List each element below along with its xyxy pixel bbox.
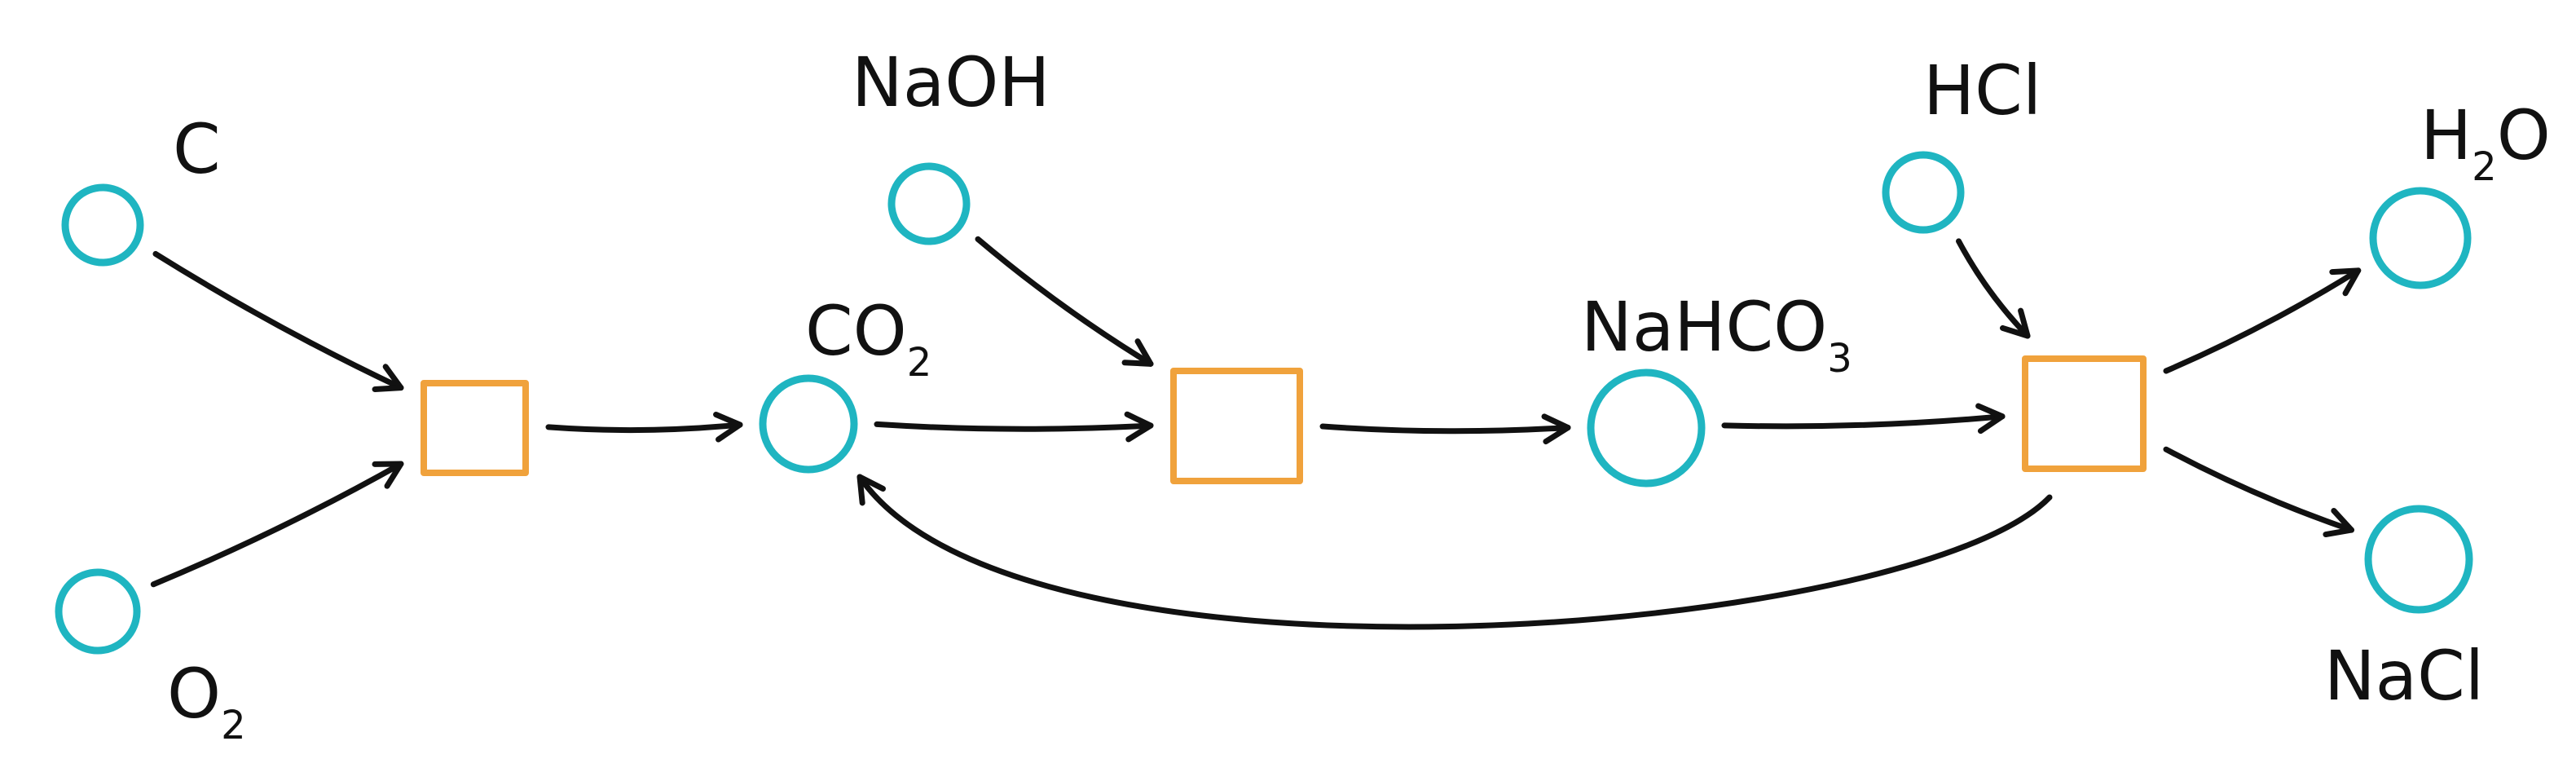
arrowhead: [2329, 267, 2362, 297]
species-node-naoh: [887, 162, 971, 245]
arrowhead: [1975, 403, 2006, 435]
species-label-hcl: HCl: [1923, 51, 2041, 130]
edge-r1-to-co2: [545, 411, 743, 443]
species-label-main: HCl: [1923, 51, 2041, 130]
edge-r3-to-h2o: [2163, 267, 2362, 374]
species-label-main: NaHCO: [1581, 287, 1827, 367]
species-label-nahco3: NaHCO3: [1581, 287, 1852, 382]
species-circle-co2: [759, 374, 858, 474]
species-node-hcl: [1882, 151, 1965, 234]
edge-r3-to-co2: [856, 474, 2053, 630]
nodes-layer: [55, 151, 2473, 655]
edge-line: [2163, 267, 2362, 374]
species-label-subscript: 2: [221, 703, 246, 748]
edge-nahco3-to-r3: [1721, 403, 2006, 435]
species-label-subscript: 2: [2472, 144, 2497, 190]
edge-r3-to-nacl: [2163, 446, 2354, 538]
edge-line: [2163, 446, 2354, 533]
edge-line: [150, 461, 404, 588]
reaction-box-r3: [2022, 355, 2147, 472]
species-label-c: C: [173, 109, 221, 189]
species-label-co2: CO2: [805, 291, 931, 386]
arrowhead: [1999, 307, 2031, 339]
edges-layer: [150, 236, 2362, 630]
species-label-subscript: 3: [1827, 336, 1852, 382]
species-label-main: C: [173, 109, 221, 189]
species-circle-nahco3: [1587, 368, 1706, 488]
edge-c-to-r1: [152, 250, 404, 393]
species-node-o2: [55, 568, 141, 655]
edge-o2-to-r1: [150, 461, 404, 588]
arrowhead: [2323, 508, 2354, 538]
species-label-nacl: NaCl: [2324, 636, 2484, 716]
species-circle-nacl: [2364, 505, 2473, 614]
species-node-nahco3: [1587, 368, 1706, 488]
reaction-box-r1: [421, 380, 529, 476]
edge-line: [856, 474, 2053, 630]
species-node-h2o: [2369, 187, 2472, 289]
reaction-box-r2: [1170, 368, 1303, 484]
species-label-main: H: [2420, 95, 2472, 175]
species-label-h2o: H2O: [2420, 95, 2551, 190]
species-circle-hcl: [1882, 151, 1965, 234]
edge-line: [1721, 413, 2006, 430]
species-label-main: NaCl: [2324, 636, 2484, 716]
arrowhead: [856, 474, 887, 506]
species-circle-naoh: [887, 162, 971, 245]
species-label-subscript: 2: [907, 340, 932, 386]
arrowhead: [372, 364, 404, 393]
edge-line: [975, 236, 1154, 367]
species-label-naoh: NaOH: [852, 42, 1050, 122]
species-label-main: O: [167, 654, 221, 734]
edge-naoh-to-r2: [975, 236, 1154, 367]
species-label-tail: O: [2497, 95, 2551, 175]
species-node-nacl: [2364, 505, 2473, 614]
edge-line: [152, 250, 404, 391]
arrowhead: [713, 411, 743, 443]
species-node-c: [61, 183, 144, 267]
edge-line: [1956, 238, 2031, 339]
species-circle-c: [61, 183, 144, 267]
edge-co2-to-r2: [874, 411, 1154, 443]
species-label-o2: O2: [167, 654, 246, 748]
arrowhead: [1541, 413, 1571, 445]
species-circle-h2o: [2369, 187, 2472, 289]
edge-line: [545, 421, 743, 434]
edge-line: [1319, 423, 1571, 435]
edge-r2-to-nahco3: [1319, 413, 1571, 445]
edge-hcl-to-r3: [1956, 238, 2031, 339]
species-label-main: CO: [805, 291, 907, 371]
arrowhead: [1121, 338, 1154, 367]
species-node-co2: [759, 374, 858, 474]
edge-line: [874, 421, 1154, 432]
species-label-main: NaOH: [852, 42, 1050, 122]
arrowhead: [372, 461, 404, 489]
species-circle-o2: [55, 568, 141, 655]
arrowhead: [1124, 411, 1154, 443]
